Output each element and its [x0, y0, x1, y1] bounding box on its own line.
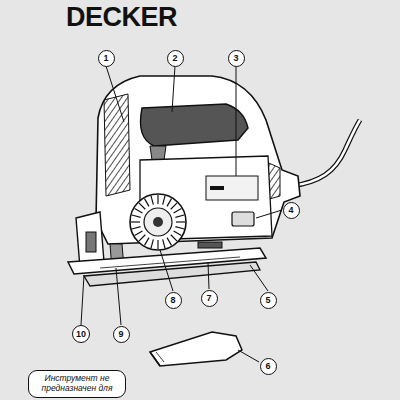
callout-circle: 5 — [260, 292, 277, 309]
brand-name: DECKER — [66, 2, 177, 33]
speed-dial — [130, 194, 186, 250]
callout-number: 9 — [118, 330, 123, 339]
callout-circle: 10 — [72, 325, 90, 343]
bevel-lever — [198, 242, 222, 248]
note-text: Инструмент не предназначен для — [35, 374, 119, 394]
housing — [96, 76, 300, 244]
handle-opening — [141, 104, 249, 146]
switch — [232, 212, 254, 226]
callout-circle: 3 — [228, 50, 245, 67]
callout-circle: 4 — [283, 202, 300, 219]
callout-circle: 2 — [167, 50, 184, 67]
callout-circle: 9 — [113, 326, 130, 343]
callout-number: 10 — [76, 330, 86, 339]
callout-circle: 7 — [201, 290, 218, 307]
callout-number: 6 — [265, 362, 270, 371]
trigger — [150, 146, 166, 160]
callout-number: 1 — [103, 54, 108, 63]
grip-vents — [104, 94, 130, 196]
callout-number: 7 — [206, 294, 211, 303]
callout-number: 2 — [172, 54, 177, 63]
callout-number: 5 — [265, 296, 270, 305]
note-box: Инструмент не предназначен для — [28, 370, 126, 398]
rating-plate — [206, 176, 258, 200]
callout-number: 4 — [288, 206, 293, 215]
callout-number: 3 — [233, 54, 238, 63]
callout-circle: 1 — [98, 50, 115, 67]
dust-nozzle — [150, 332, 242, 366]
leader-lines — [81, 66, 282, 362]
callout-circle: 8 — [165, 292, 182, 309]
power-cord — [292, 120, 360, 186]
callout-circle: 6 — [260, 358, 277, 375]
callout-number: 8 — [170, 296, 175, 305]
base-plate — [84, 262, 260, 286]
